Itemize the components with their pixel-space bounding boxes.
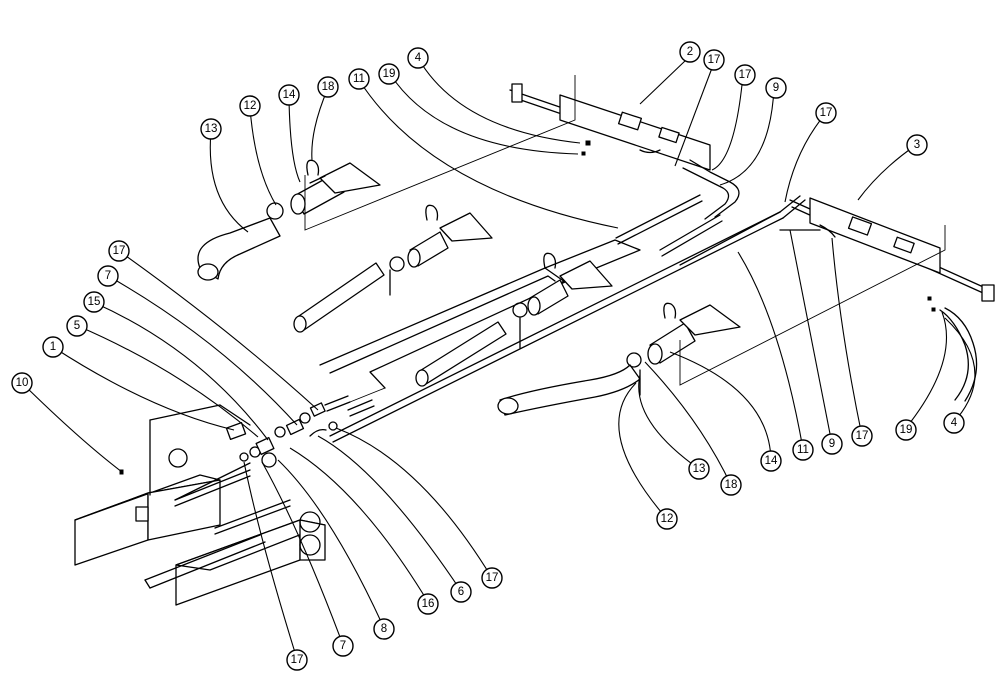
- callout-9: 9: [821, 433, 843, 455]
- lower-right-hose: [497, 302, 741, 416]
- callout-5: 5: [66, 315, 88, 337]
- callout-14: 14: [278, 84, 300, 106]
- callout-17: 17: [851, 425, 873, 447]
- svg-text:1: 1: [50, 341, 56, 353]
- svg-text:14: 14: [283, 89, 296, 101]
- callout-12: 12: [656, 508, 678, 530]
- callout-3: 3: [906, 134, 928, 156]
- callout-15: 15: [83, 291, 105, 313]
- callout-17: 17: [815, 102, 837, 124]
- svg-text:11: 11: [797, 444, 809, 456]
- svg-text:18: 18: [725, 479, 738, 491]
- svg-text:19: 19: [383, 68, 396, 80]
- callout-17: 17: [481, 567, 503, 589]
- svg-text:12: 12: [661, 513, 674, 525]
- callout-13: 13: [688, 458, 710, 480]
- svg-text:7: 7: [105, 270, 111, 282]
- callout-17: 17: [703, 49, 725, 71]
- callout-12: 12: [239, 95, 261, 117]
- callout-8: 8: [373, 618, 395, 640]
- middle-left-hose: [293, 204, 493, 333]
- svg-text:7: 7: [340, 640, 346, 652]
- callout-14: 14: [760, 450, 782, 472]
- svg-text:4: 4: [415, 52, 422, 64]
- svg-text:10: 10: [16, 377, 29, 389]
- callout-18: 18: [317, 76, 339, 98]
- svg-text:5: 5: [74, 320, 80, 332]
- callout-10: 10: [11, 372, 33, 394]
- callout-19: 19: [378, 63, 400, 85]
- fitting-cluster: [174, 395, 375, 501]
- callout-6: 6: [450, 581, 472, 603]
- callout-7: 7: [97, 265, 119, 287]
- svg-text:17: 17: [486, 572, 499, 584]
- main-rod: [329, 195, 806, 443]
- manifold-right: [779, 197, 995, 302]
- svg-text:13: 13: [205, 123, 218, 135]
- callout-9: 9: [765, 77, 787, 99]
- svg-text:15: 15: [88, 296, 101, 308]
- middle-hose: [415, 252, 613, 387]
- svg-text:3: 3: [914, 139, 920, 151]
- svg-text:12: 12: [244, 100, 257, 112]
- callout-17: 17: [734, 64, 756, 86]
- callouts: 2 17 17 9 4 19 11 18 14 12 13 17 3 17 7 …: [11, 41, 965, 671]
- callout-7: 7: [332, 635, 354, 657]
- mounting-frame: [74, 404, 326, 606]
- callout-16: 16: [417, 593, 439, 615]
- svg-text:17: 17: [291, 654, 304, 666]
- callout-17: 17: [108, 240, 130, 262]
- manifold-upper: [509, 83, 781, 266]
- svg-text:14: 14: [765, 455, 778, 467]
- callout-11: 11: [792, 439, 814, 461]
- svg-text:6: 6: [458, 586, 464, 598]
- bracket-outlines: [304, 75, 946, 386]
- upper-left-hose: [197, 159, 381, 281]
- svg-text:19: 19: [900, 424, 913, 436]
- svg-text:17: 17: [739, 69, 752, 81]
- svg-text:8: 8: [381, 623, 387, 635]
- leader-lines: [21, 57, 976, 660]
- svg-text:16: 16: [422, 598, 435, 610]
- callout-2: 2: [679, 41, 701, 63]
- callout-1: 1: [42, 336, 64, 358]
- svg-text:17: 17: [820, 107, 833, 119]
- svg-text:13: 13: [693, 463, 706, 475]
- svg-text:11: 11: [353, 73, 365, 85]
- svg-text:18: 18: [322, 81, 335, 93]
- svg-text:17: 17: [113, 245, 126, 257]
- svg-text:2: 2: [687, 46, 693, 58]
- svg-text:4: 4: [951, 417, 958, 429]
- callout-11: 11: [348, 68, 370, 90]
- callout-4: 4: [943, 412, 965, 434]
- callout-13: 13: [200, 118, 222, 140]
- callout-4: 4: [407, 47, 429, 69]
- svg-text:17: 17: [708, 54, 721, 66]
- callout-18: 18: [720, 474, 742, 496]
- callout-19: 19: [895, 419, 917, 441]
- svg-text:17: 17: [856, 430, 869, 442]
- callout-17: 17: [286, 649, 308, 671]
- svg-text:9: 9: [829, 438, 835, 450]
- svg-text:9: 9: [773, 82, 779, 94]
